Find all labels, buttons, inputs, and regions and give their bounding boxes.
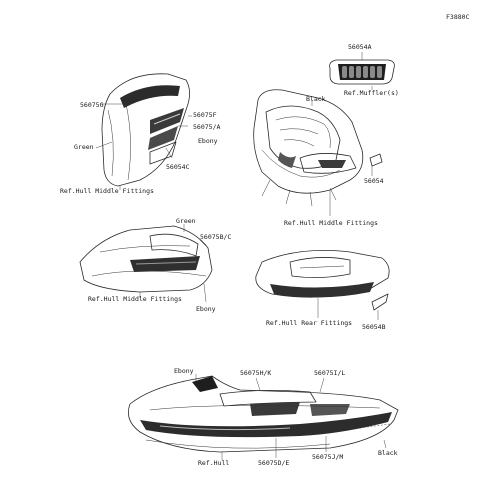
ref-label-hull: Ref.Hull <box>198 459 230 467</box>
color-label-ebony-mid: Ebony <box>196 305 216 313</box>
part-label-56054a: 56054A <box>348 43 372 51</box>
ref-label-hull-middle-3: Ref.Hull Middle Fittings <box>88 295 182 303</box>
rear-deck <box>255 249 390 320</box>
color-label-green-mid: Green <box>176 217 196 225</box>
part-label-56075a: 56075/A <box>193 123 221 131</box>
part-label-56054c: 56054C <box>166 163 190 171</box>
ref-label-muffler: Ref.Muffler(s) <box>344 89 399 97</box>
part-label-56054b: 56054B <box>362 323 386 331</box>
hull-middle-assembly <box>253 89 383 216</box>
part-label-56075f: 56075F <box>193 111 217 119</box>
ref-label-hull-middle-1: Ref.Hull Middle Fittings <box>60 187 154 195</box>
part-label-56075jm: 56075J/M <box>312 453 344 461</box>
ref-label-hull-rear: Ref.Hull Rear Fittings <box>266 319 353 327</box>
muffler-decal-56054a <box>329 52 395 90</box>
ref-label-hull-middle-2: Ref.Hull Middle Fittings <box>284 219 378 227</box>
part-label-56075hk: 56075H/K <box>240 369 272 377</box>
color-label-ebony-top: Ebony <box>198 137 218 145</box>
jet-ski-hull <box>127 374 399 460</box>
color-label-ebony-bottom: Ebony <box>174 367 194 375</box>
part-label-56075il: 56075I/L <box>314 369 346 377</box>
part-label-56075g: 56075G <box>80 101 104 109</box>
side-panel-mid <box>79 224 213 303</box>
diagram-code: F3880C <box>446 13 470 21</box>
color-label-green-top: Green <box>74 143 94 151</box>
color-label-black-bottom: Black <box>378 449 398 457</box>
part-label-56075de: 56075D/E <box>258 459 290 467</box>
side-panel-decal <box>95 73 192 190</box>
part-label-56075bc: 56075B/C <box>200 233 232 241</box>
part-label-56054: 56054 <box>364 177 384 185</box>
color-label-black-top: Black <box>306 95 326 103</box>
